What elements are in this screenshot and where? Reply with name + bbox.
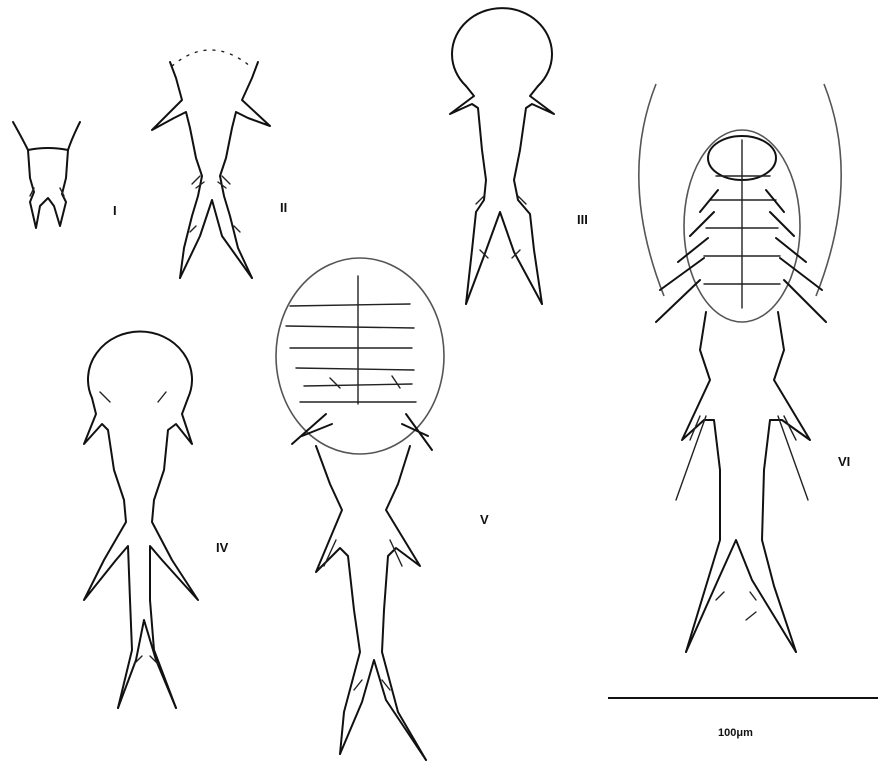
stage-i-drawing (13, 122, 80, 228)
stage-ii-drawing (152, 50, 270, 278)
stage-label-iv: IV (216, 540, 229, 555)
stage-label-iii: III (577, 212, 588, 227)
stage-label-v: V (480, 512, 489, 527)
scale-bar-label: 100μm (718, 727, 753, 739)
stage-iv-drawing (84, 332, 198, 708)
stage-iii-drawing (450, 8, 554, 304)
stage-label-ii: II (280, 200, 287, 215)
stage-vi-drawing (639, 84, 841, 652)
stage-label-i: I (113, 203, 117, 218)
stage-v-drawing (276, 258, 444, 760)
stage-label-vi: VI (838, 454, 850, 469)
